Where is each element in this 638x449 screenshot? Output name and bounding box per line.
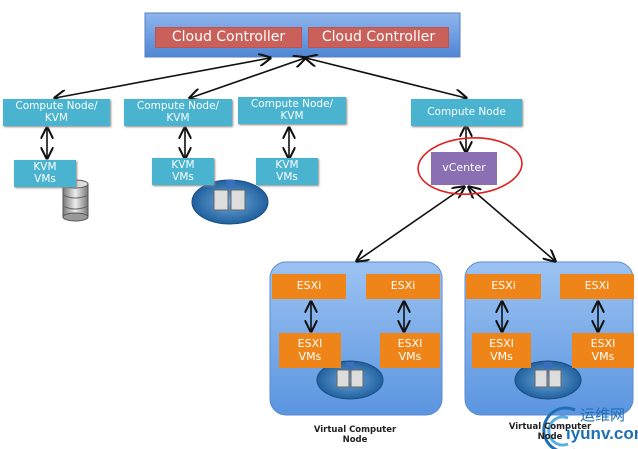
network-storage-icon: [316, 360, 384, 400]
kvm-vms-box: KVM VMs: [152, 158, 214, 185]
esxi-vms-box: ESXI VMs: [380, 333, 440, 368]
connector-arrows: [47, 58, 598, 331]
watermark-logo: [542, 406, 576, 449]
kvm-vms-box: KVM VMs: [14, 160, 76, 187]
cluster-label: Virtual Computer Node: [313, 425, 397, 446]
compute-node-box: Compute Node/ KVM: [238, 97, 346, 124]
esxi-host-box: ESXi: [560, 274, 634, 299]
cluster-label: Virtual Computer Node: [508, 422, 592, 443]
cloud-controller-box: Cloud Controller: [308, 27, 449, 48]
compute-node-box: Compute Node/ KVM: [3, 99, 110, 126]
compute-node-box: Compute Node/ KVM: [124, 99, 232, 126]
cloud-controller-box: Cloud Controller: [155, 27, 302, 48]
watermark-text: 运维网: [580, 407, 626, 424]
kvm-vms-box: KVM VMs: [256, 158, 318, 185]
watermark-url: iyunv.com: [566, 424, 638, 443]
vcenter-box: vCenter: [431, 152, 497, 185]
network-storage-icon: [514, 360, 582, 400]
esxi-vms-box: ESXI VMs: [572, 333, 634, 368]
esxi-host-box: ESXi: [272, 274, 346, 299]
esxi-vms-box: ESXI VMs: [472, 333, 531, 368]
esxi-host-box: ESXi: [466, 274, 541, 299]
esxi-vms-box: ESXI VMs: [279, 333, 341, 368]
highlight-circle: [417, 137, 523, 195]
compute-node-box: Compute Node: [411, 99, 522, 126]
esxi-host-box: ESXi: [366, 274, 440, 299]
network-storage-icon: [191, 179, 269, 225]
